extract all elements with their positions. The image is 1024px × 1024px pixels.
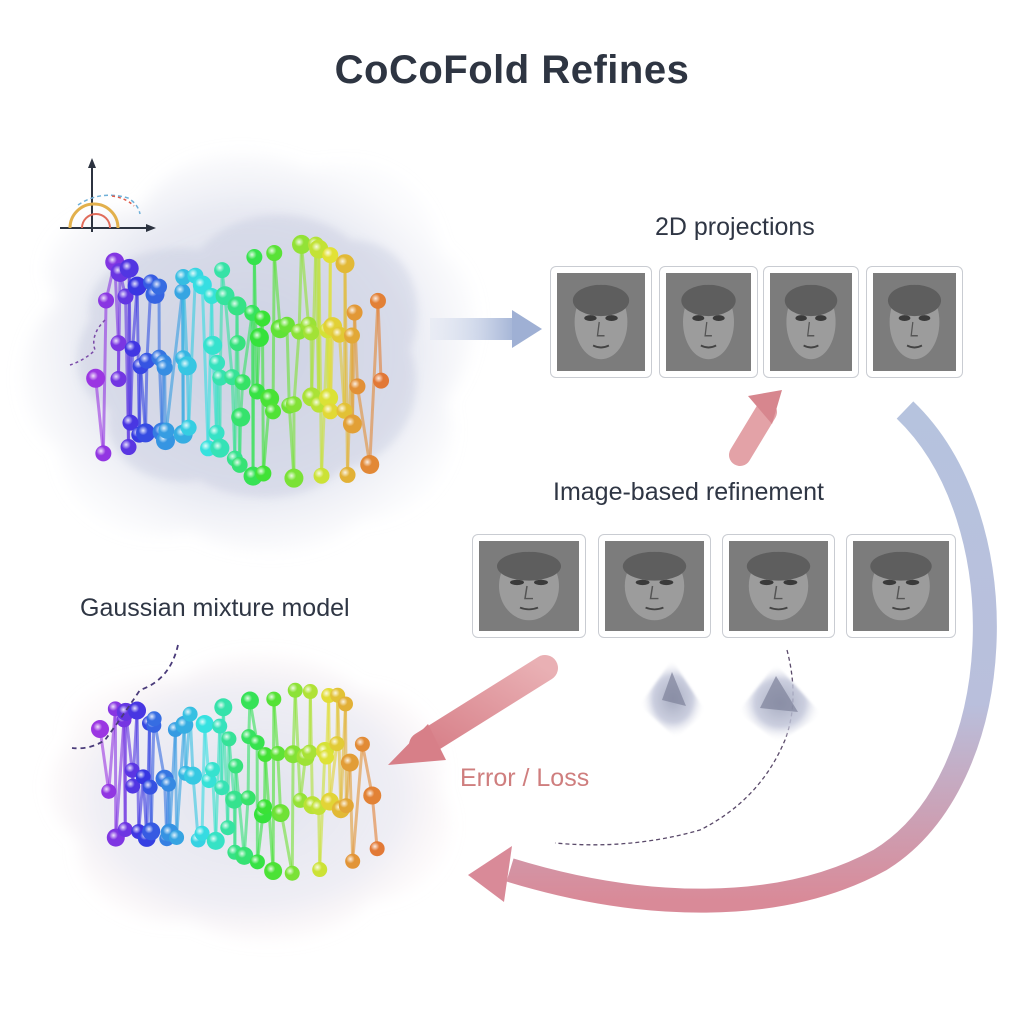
face-projection-icon — [479, 541, 579, 631]
feedback-arc-arrow — [468, 401, 997, 913]
projection-thumbnail — [763, 266, 859, 378]
projection-thumbnail — [866, 266, 963, 378]
refinement-thumbnail — [722, 534, 835, 638]
face-projection-icon — [729, 541, 828, 631]
face-projection-icon — [666, 273, 751, 371]
face-projection-icon — [873, 273, 956, 371]
loss-label: Error / Loss — [460, 764, 590, 792]
dashed-connector — [554, 649, 794, 846]
refinement-thumbnail — [472, 534, 586, 638]
density-map-icon — [640, 660, 706, 738]
density-cloud-top — [22, 153, 475, 552]
page-title: CoCoFold Refines — [334, 48, 690, 92]
face-projection-icon — [557, 273, 645, 371]
face-projection-icon — [770, 273, 852, 371]
arrow-refine-up — [729, 390, 782, 466]
protein-chain-top — [86, 234, 390, 488]
arrow-to-projections — [430, 310, 542, 348]
density-map-icon — [738, 664, 822, 742]
axes-chart-icon — [60, 158, 156, 232]
refinement-thumbnail — [846, 534, 956, 638]
refinement-label: Image-based refinement — [553, 478, 824, 506]
face-projection-icon — [605, 541, 704, 631]
projection-thumbnail — [550, 266, 652, 378]
gmm-label: Gaussian mixture model — [80, 594, 350, 622]
projections-label: 2D projections — [655, 213, 815, 241]
arrow-to-gmm — [388, 655, 558, 765]
refinement-thumbnail — [598, 534, 711, 638]
projection-thumbnail — [659, 266, 758, 378]
face-projection-icon — [853, 541, 949, 631]
strand-bottom — [71, 644, 179, 750]
protein-chain-bottom — [91, 682, 385, 881]
